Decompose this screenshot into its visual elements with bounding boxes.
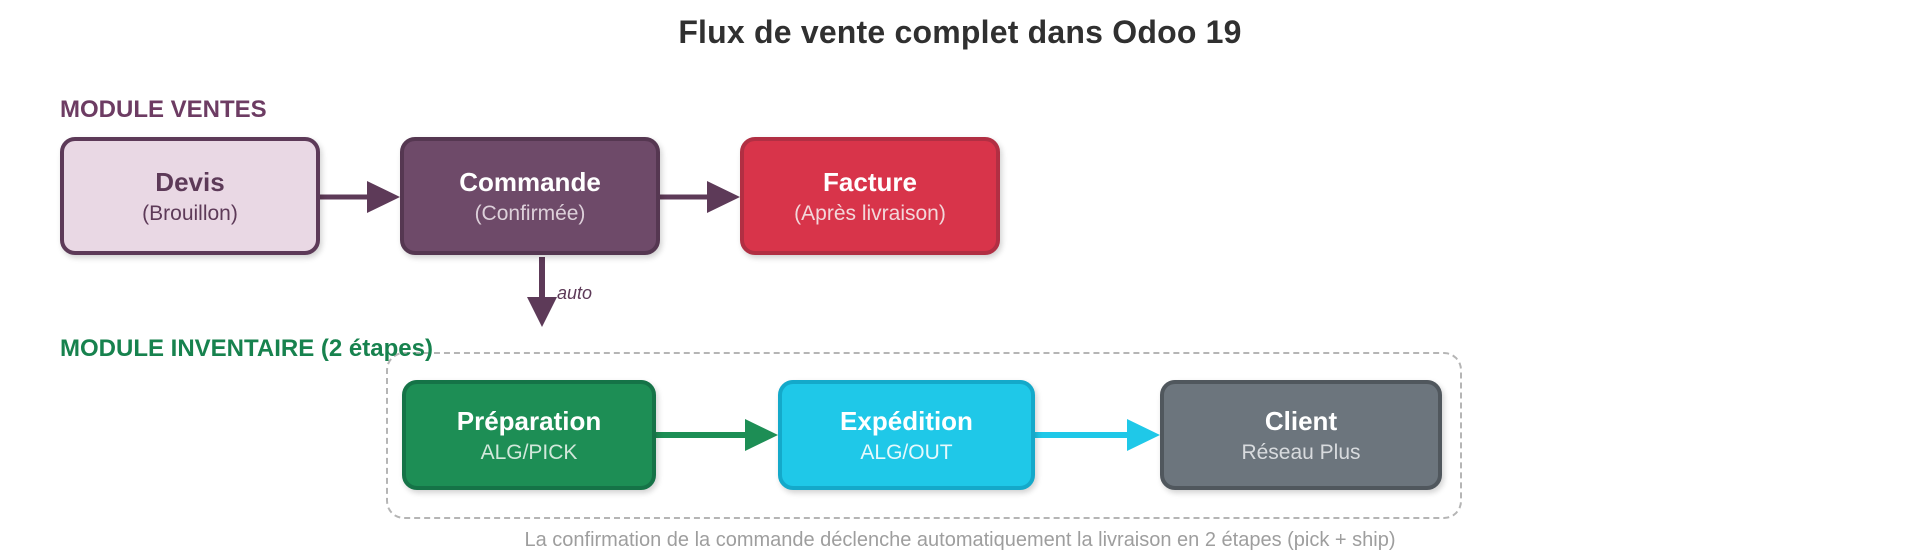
node-devis-title: Devis bbox=[155, 166, 225, 197]
node-facture-subtitle: (Après livraison) bbox=[794, 201, 946, 225]
inventory-dashed-container bbox=[386, 352, 1462, 519]
arrow-head-icon bbox=[367, 181, 400, 213]
arrow-head-icon bbox=[745, 419, 778, 451]
node-expedition-title: Expédition bbox=[840, 405, 973, 436]
node-devis-subtitle: (Brouillon) bbox=[142, 201, 238, 225]
arrow-stem bbox=[539, 257, 545, 299]
arrow-commande-to-facture bbox=[660, 181, 740, 213]
node-preparation: Préparation ALG/PICK bbox=[402, 380, 656, 490]
arrow-head-down-icon bbox=[527, 297, 557, 327]
node-commande-title: Commande bbox=[459, 166, 601, 197]
node-expedition: Expédition ALG/OUT bbox=[778, 380, 1035, 490]
arrow-stem bbox=[656, 432, 748, 438]
diagram-caption: La confirmation de la commande déclenche… bbox=[524, 529, 1396, 551]
node-client-subtitle: Réseau Plus bbox=[1241, 440, 1361, 464]
page-title: Flux de vente complet dans Odoo 19 bbox=[678, 14, 1242, 50]
node-facture: Facture (Après livraison) bbox=[740, 137, 1000, 255]
node-facture-title: Facture bbox=[823, 166, 917, 197]
node-preparation-subtitle: ALG/PICK bbox=[480, 440, 578, 464]
node-client-title: Client bbox=[1264, 405, 1338, 436]
arrow-devis-to-commande bbox=[320, 181, 400, 213]
node-client: Client Réseau Plus bbox=[1160, 380, 1442, 490]
arrow-stem bbox=[320, 194, 370, 200]
node-commande-subtitle: (Confirmée) bbox=[474, 201, 586, 225]
arrow-stem bbox=[660, 194, 710, 200]
arrow-preparation-to-expedition bbox=[656, 419, 778, 451]
section-label-inventaire: MODULE INVENTAIRE (2 étapes) bbox=[60, 335, 433, 362]
auto-annotation: auto bbox=[557, 283, 593, 303]
node-commande: Commande (Confirmée) bbox=[400, 137, 660, 255]
node-preparation-title: Préparation bbox=[456, 405, 602, 436]
arrow-expedition-to-client bbox=[1035, 419, 1160, 451]
node-expedition-subtitle: ALG/OUT bbox=[860, 440, 953, 464]
arrow-head-icon bbox=[1127, 419, 1160, 451]
node-devis: Devis (Brouillon) bbox=[60, 137, 320, 255]
section-label-ventes: MODULE VENTES bbox=[60, 96, 267, 123]
arrow-commande-to-preparation bbox=[527, 257, 557, 327]
arrow-stem bbox=[1035, 432, 1130, 438]
arrow-head-icon bbox=[707, 181, 740, 213]
